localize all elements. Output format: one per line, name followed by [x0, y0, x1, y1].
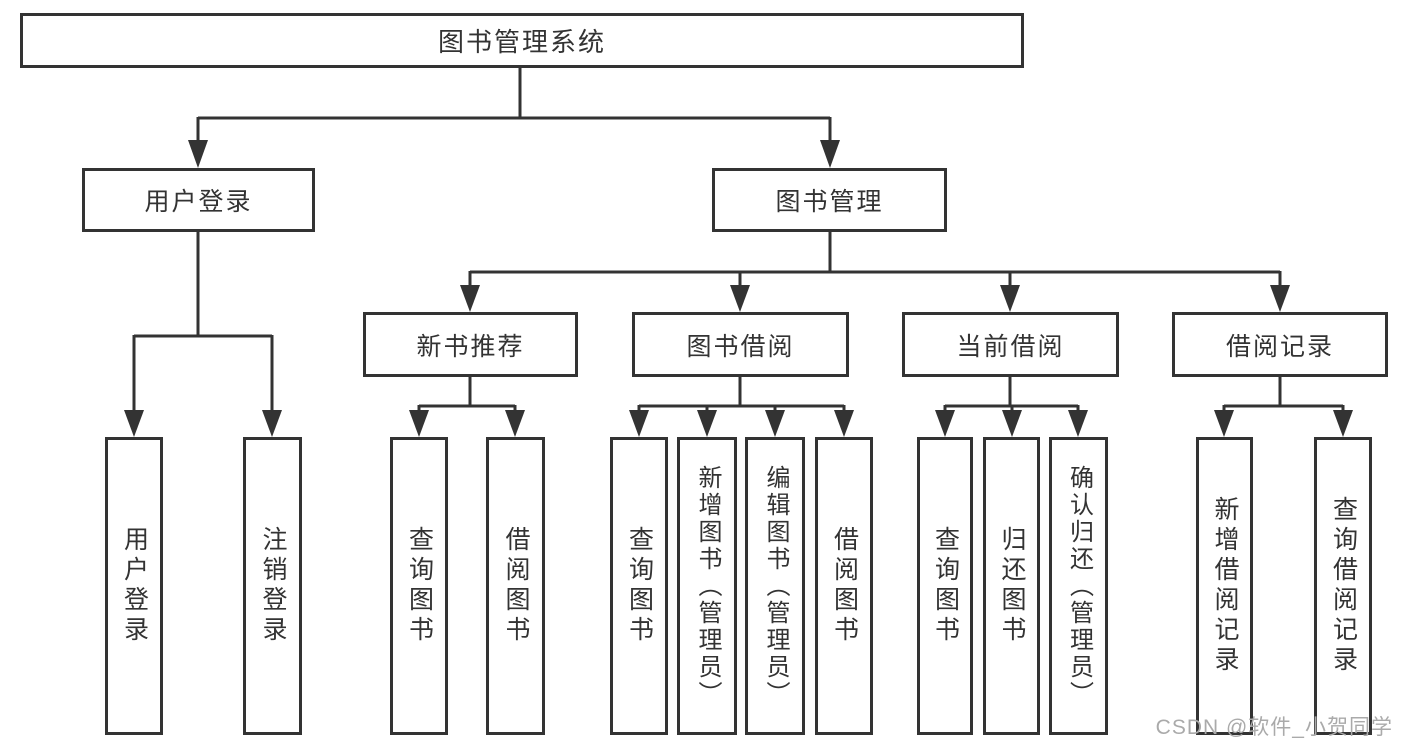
leaf-add-borrow-record: 新增借阅记录	[1196, 437, 1253, 735]
leaf-logout: 注销登录	[243, 437, 302, 735]
leaf-user-login-label: 用户登录	[120, 526, 149, 646]
node-new-book-recommend-label: 新书推荐	[416, 332, 525, 361]
leaf-query-books-current: 查询图书	[917, 437, 973, 735]
leaf-edit-book-admin: 编辑图书（管理员）	[745, 437, 805, 735]
node-book-management: 图书管理	[712, 168, 947, 232]
connector-root-to-level2	[188, 68, 840, 168]
node-user-login: 用户登录	[82, 168, 315, 232]
leaf-user-login: 用户登录	[105, 437, 163, 735]
node-book-borrow: 图书借阅	[632, 312, 849, 377]
connector-current-borrow-children	[935, 377, 1088, 437]
connector-borrow-record-children	[1214, 377, 1353, 437]
leaf-query-books-borrow-label: 查询图书	[625, 526, 654, 646]
node-current-borrow: 当前借阅	[902, 312, 1119, 377]
leaf-query-books-current-label: 查询图书	[931, 526, 960, 646]
leaf-borrow-books-recommend: 借阅图书	[486, 437, 545, 735]
leaf-borrow-books-label: 借阅图书	[830, 526, 859, 646]
connector-book-borrow-children	[629, 377, 854, 437]
connector-user-login-children	[124, 232, 282, 437]
root-node-library-system: 图书管理系统	[20, 13, 1024, 68]
leaf-query-borrow-record: 查询借阅记录	[1314, 437, 1372, 735]
leaf-confirm-return-admin: 确认归还（管理员）	[1049, 437, 1108, 735]
connector-new-book-children	[409, 377, 525, 437]
leaf-logout-label: 注销登录	[259, 526, 287, 646]
leaf-return-book: 归还图书	[983, 437, 1040, 735]
node-book-borrow-label: 图书借阅	[686, 332, 795, 361]
connector-book-management-children	[460, 232, 1290, 312]
node-current-borrow-label: 当前借阅	[956, 332, 1065, 361]
node-borrow-record-label: 借阅记录	[1225, 332, 1334, 361]
leaf-add-borrow-record-label: 新增借阅记录	[1211, 496, 1239, 676]
leaf-query-borrow-record-label: 查询借阅记录	[1329, 496, 1358, 676]
leaf-add-book-admin-label: 新增图书（管理员）	[694, 464, 721, 708]
root-node-label: 图书管理系统	[437, 27, 606, 57]
leaf-query-books-recommend: 查询图书	[390, 437, 448, 735]
csdn-watermark: CSDN @软件_小贺同学	[1155, 716, 1393, 739]
node-borrow-record: 借阅记录	[1172, 312, 1388, 377]
node-new-book-recommend: 新书推荐	[363, 312, 578, 377]
leaf-borrow-books: 借阅图书	[815, 437, 873, 735]
leaf-edit-book-admin-label: 编辑图书（管理员）	[762, 464, 789, 708]
node-user-login-label: 用户登录	[144, 188, 253, 216]
leaf-query-books-recommend-label: 查询图书	[405, 526, 434, 646]
node-book-management-label: 图书管理	[775, 188, 884, 216]
leaf-borrow-books-recommend-label: 借阅图书	[502, 526, 530, 646]
leaf-add-book-admin: 新增图书（管理员）	[677, 437, 737, 735]
leaf-confirm-return-admin-label: 确认归还（管理员）	[1065, 464, 1093, 708]
leaf-return-book-label: 归还图书	[998, 526, 1026, 646]
leaf-query-books-borrow: 查询图书	[610, 437, 668, 735]
